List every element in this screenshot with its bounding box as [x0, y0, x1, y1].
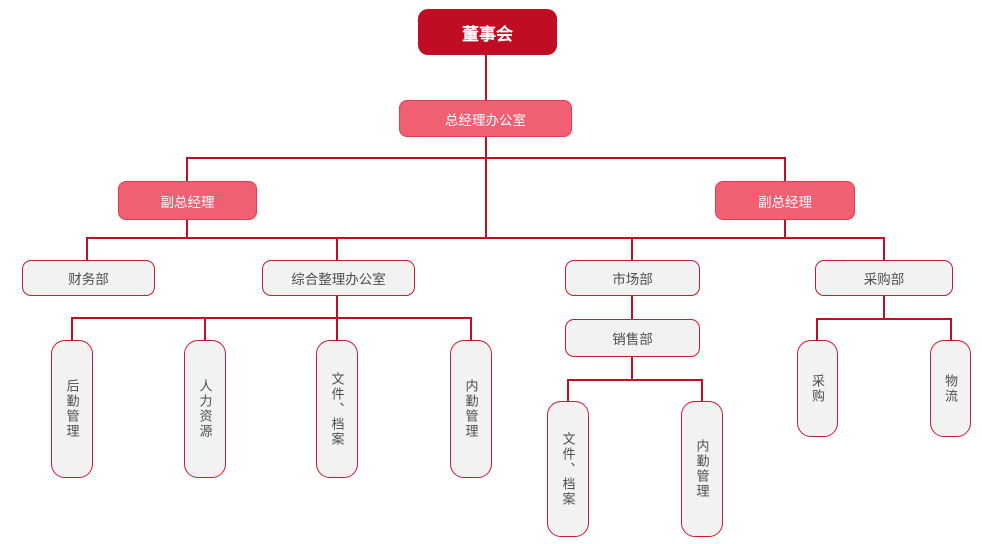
connector-line	[816, 318, 818, 340]
node-marketing-dept[interactable]: 市场部	[565, 260, 700, 296]
connector-line	[883, 296, 885, 320]
connector-line	[470, 317, 472, 340]
node-documents-archives[interactable]: 文件、档案	[316, 340, 358, 478]
connector-line	[71, 317, 73, 340]
connector-line	[631, 296, 633, 319]
node-procurement[interactable]: 采购	[797, 340, 838, 437]
connector-line	[71, 317, 472, 319]
connector-line	[485, 54, 487, 101]
connector-line	[950, 318, 952, 340]
node-human-resources[interactable]: 人力资源	[184, 340, 226, 478]
connector-line	[336, 317, 338, 340]
node-sales-dept[interactable]: 销售部	[565, 319, 700, 357]
node-board-of-directors[interactable]: 董事会	[418, 9, 557, 55]
connector-line	[86, 237, 88, 260]
node-logistics[interactable]: 物流	[930, 340, 971, 437]
connector-line	[784, 220, 786, 239]
node-finance-dept[interactable]: 财务部	[22, 260, 155, 296]
connector-line	[336, 296, 338, 319]
connector-line	[86, 237, 885, 239]
node-gm-office[interactable]: 总经理办公室	[399, 100, 572, 137]
connector-line	[701, 379, 703, 401]
connector-line	[186, 157, 188, 182]
node-logistics-management[interactable]: 后勤管理	[51, 340, 93, 478]
node-sales-internal-management[interactable]: 内勤管理	[681, 401, 723, 537]
node-deputy-gm-right[interactable]: 副总经理	[715, 181, 855, 220]
connector-line	[567, 379, 703, 381]
node-sales-documents-archives[interactable]: 文件、档案	[547, 401, 589, 537]
connector-line	[784, 157, 786, 182]
node-deputy-gm-left[interactable]: 副总经理	[118, 181, 257, 220]
node-internal-management[interactable]: 内勤管理	[450, 340, 492, 478]
connector-line	[204, 317, 206, 340]
connector-line	[336, 237, 338, 260]
node-general-office[interactable]: 综合整理办公室	[262, 260, 415, 296]
connector-line	[186, 220, 188, 239]
connector-line	[631, 357, 633, 380]
connector-line	[883, 237, 885, 260]
connector-line	[485, 137, 487, 239]
node-purchasing-dept[interactable]: 采购部	[815, 260, 953, 296]
connector-line	[186, 157, 786, 159]
connector-line	[816, 318, 952, 320]
connector-line	[567, 379, 569, 401]
connector-line	[631, 237, 633, 260]
